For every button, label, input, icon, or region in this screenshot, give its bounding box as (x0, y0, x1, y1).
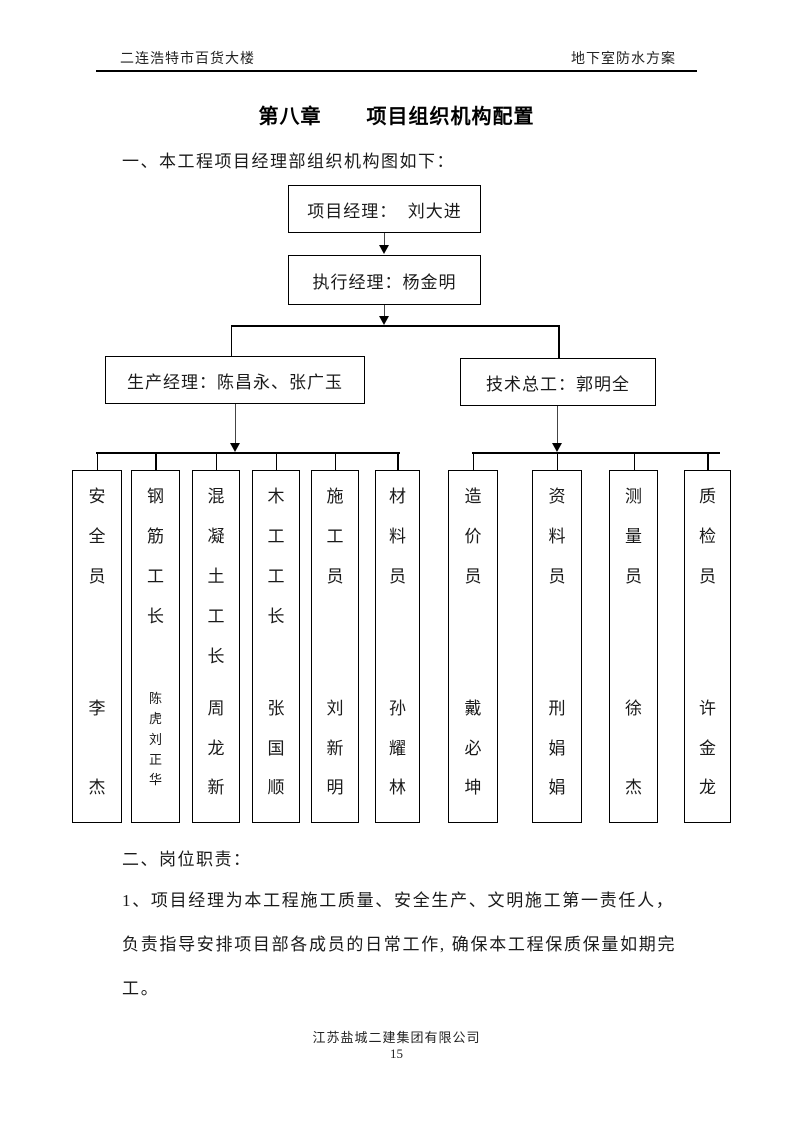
connector-line (234, 404, 236, 444)
staff-box-concrete-foreman: 混凝土工长 周龙新 (192, 470, 240, 823)
intro-text: 一、本工程项目经理部组织机构图如下： (122, 152, 455, 171)
connector-line (558, 325, 560, 358)
staff-box-cost-estimator: 造价员 戴必坤 (448, 470, 498, 823)
down-arrow-icon (230, 443, 240, 452)
connector-line (96, 452, 98, 470)
staff-box-material-officer: 材料员 孙耀林 (375, 470, 420, 823)
connector-line (230, 325, 232, 356)
paragraph-line: 负责指导安排项目部各成员的日常工作, 确保本工程保质保量如期完 (122, 935, 677, 954)
role-label: 木工工长 (267, 487, 285, 626)
name-label: 刑娟娟 (548, 699, 566, 797)
connector-line (334, 452, 336, 470)
role-label: 材料员 (389, 487, 406, 586)
staff-box-documentation-officer: 资料员 刑娟娟 (532, 470, 582, 823)
name-label: 周龙新 (207, 699, 225, 797)
connector-line (472, 452, 474, 470)
staff-box-carpentry-foreman: 木工工长 张国顺 (252, 470, 300, 823)
role-label: 施工员 (326, 487, 344, 586)
connector-line (231, 325, 559, 327)
org-box-production-manager: 生产经理：陈昌永、张广玉 (105, 356, 365, 404)
staff-box-quality-inspector: 质检员 许金龙 (684, 470, 731, 823)
down-arrow-icon (379, 245, 389, 254)
down-arrow-icon (552, 443, 562, 452)
page-title: 第八章 项目组织机构配置 (0, 100, 793, 129)
connector-line (556, 452, 558, 470)
name-label: 徐杰 (625, 699, 642, 797)
connector-line (215, 452, 217, 470)
chapter-title-text: 项目组织机构配置 (366, 106, 535, 128)
section-heading: 二、岗位职责： (122, 850, 252, 869)
role-label: 资料员 (548, 487, 566, 586)
org-box-chief-engineer: 技术总工：郭明全 (460, 358, 656, 406)
header-rule (96, 70, 697, 72)
connector-line (275, 452, 277, 470)
paragraph-line: 工。 (122, 979, 160, 998)
down-arrow-icon (379, 316, 389, 325)
header-left-text: 二连浩特市百货大楼 (120, 52, 255, 67)
connector-line (383, 305, 385, 317)
connector-line (155, 452, 157, 470)
connector-line (397, 452, 399, 470)
role-label: 钢筋工长 (147, 487, 164, 626)
name-label: 刘新明 (326, 699, 344, 797)
page-number: 15 (390, 1046, 403, 1061)
chapter-number: 第八章 (258, 106, 322, 128)
connector-line (472, 452, 720, 454)
name-label: 张国顺 (267, 699, 285, 797)
connector-line (383, 233, 385, 246)
connector-line (633, 452, 635, 470)
org-box-executive-manager: 执行经理：杨金明 (288, 255, 481, 305)
name-label: 戴必坤 (464, 699, 482, 797)
role-label: 造价员 (464, 487, 482, 586)
connector-line (556, 406, 558, 444)
role-label: 测量员 (625, 487, 642, 586)
role-label: 混凝土工长 (207, 487, 225, 666)
staff-box-surveyor: 测量员 徐杰 (609, 470, 658, 823)
connector-line (96, 452, 400, 454)
role-label: 质检员 (699, 487, 716, 586)
connector-line (707, 452, 709, 470)
paragraph-line: 1、项目经理为本工程施工质量、安全生产、文明施工第一责任人， (122, 891, 675, 910)
role-label: 安全员 (88, 487, 106, 586)
name-label: 许金龙 (699, 699, 716, 797)
header-right-text: 地下室防水方案 (571, 52, 676, 67)
staff-box-rebar-foreman: 钢筋工长 陈虎刘正华 (131, 470, 180, 823)
name-label: 孙耀林 (389, 699, 406, 797)
org-box-project-manager: 项目经理： 刘大进 (288, 185, 481, 233)
name-label: 陈虎刘正华 (148, 691, 163, 787)
footer-company: 江苏盐城二建集团有限公司 (312, 1030, 481, 1045)
staff-box-construction-officer: 施工员 刘新明 (311, 470, 359, 823)
staff-box-safety-officer: 安全员 李杰 (72, 470, 122, 823)
name-label: 李杰 (88, 699, 106, 797)
